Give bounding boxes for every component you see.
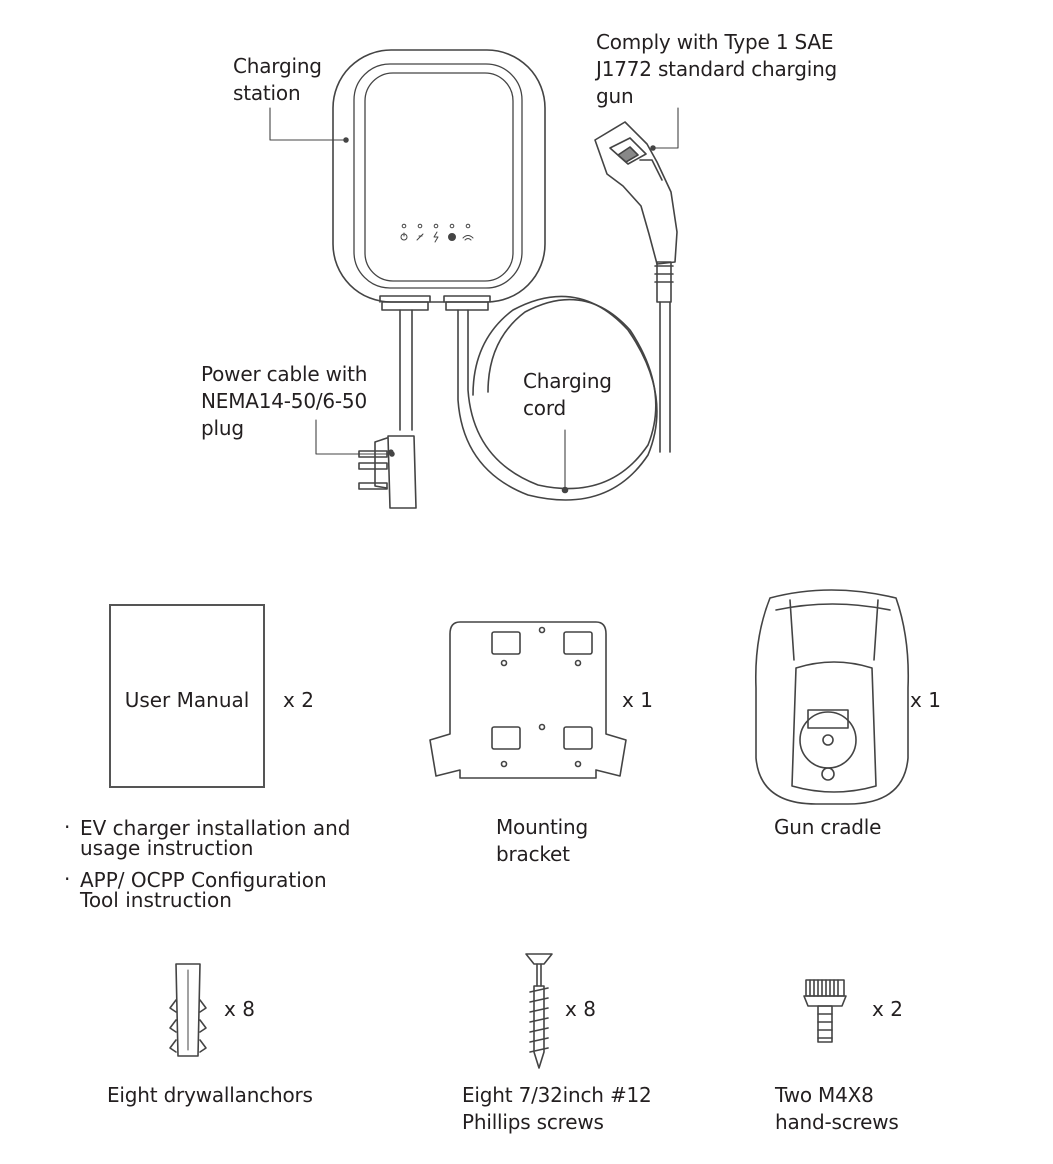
status-leds [400,223,474,243]
charging-gun-illustration [594,121,678,453]
callout-power-cable: Power cable with NEMA14-50/6-50 plug [201,362,368,440]
phillips-screws-label: Eight 7/32inch #12 Phillips screws [462,1083,652,1134]
gun-cradle-label: Gun cradle [774,815,882,839]
user-manual-illustration: User Manual [109,604,265,788]
phillips-screws-qty: x 8 [565,997,596,1021]
user-manual-bullet-1: · EV charger installation and usage inst… [64,815,364,862]
power-cable-illustration [358,309,417,509]
bullet-text: EV charger installation and usage instru… [80,816,351,860]
hand-screws-label: Two M4X8 hand-screws [775,1083,899,1134]
user-manual-qty: x 2 [283,688,314,712]
callout-charging-station: Charging station [233,54,322,105]
callout-gun: Comply with Type 1 SAE J1772 standard ch… [596,30,838,108]
bullet-text: APP/ OCPP Configuration Tool instruction [80,868,327,912]
drywall-anchors-label: Eight drywallanchors [107,1083,313,1107]
drywall-anchor-illustration [169,963,207,1057]
bullet-dot: · [64,867,71,891]
mounting-bracket-label: Mounting bracket [496,815,589,866]
callout-leaders [269,107,679,491]
user-manual-bullet-2: · APP/ OCPP Configuration Tool instructi… [64,867,364,914]
hand-screw-illustration [803,979,847,1043]
mounting-bracket-illustration [429,621,627,779]
user-manual-cover-label: User Manual [124,688,250,712]
hand-screws-qty: x 2 [872,997,903,1021]
mounting-bracket-qty: x 1 [622,688,653,712]
bullet-dot: · [64,815,71,839]
gun-cradle-qty: x 1 [910,688,941,712]
phillips-screw-illustration [525,953,553,1069]
drywall-anchors-qty: x 8 [224,997,255,1021]
charging-station-illustration [332,49,546,311]
callout-charging-cord: Charging cord [523,369,612,420]
gun-cradle-illustration [754,589,910,805]
